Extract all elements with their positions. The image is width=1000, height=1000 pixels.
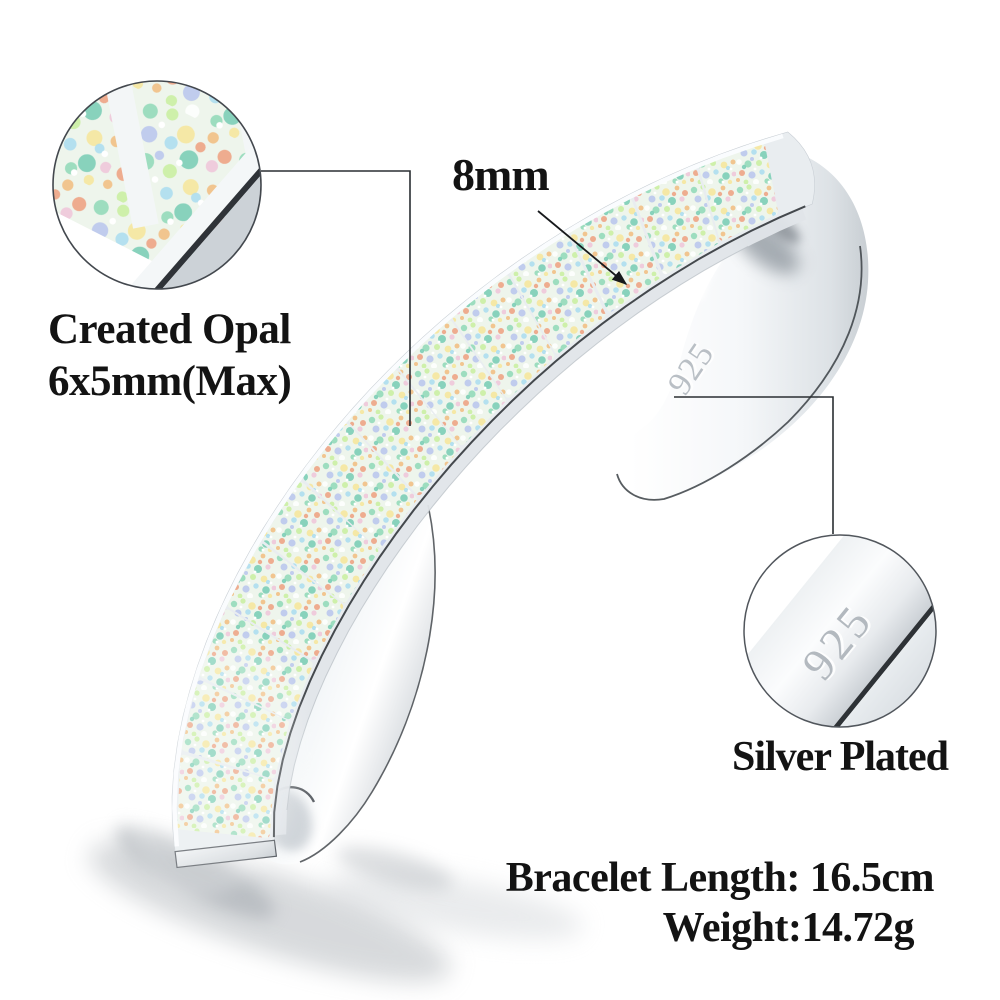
opal-tile bbox=[348, 370, 460, 496]
cuff-band bbox=[126, 131, 815, 898]
opal-tile bbox=[398, 320, 506, 446]
opal-tile bbox=[452, 275, 555, 398]
opal-tile bbox=[510, 235, 606, 354]
opal-tile bbox=[634, 169, 719, 275]
magnifier-engraving-icon: 925 925 bbox=[743, 534, 937, 728]
opal-tile bbox=[262, 482, 379, 603]
opal-tile bbox=[699, 144, 778, 241]
opal-tile bbox=[570, 199, 661, 312]
opal-spec-line2: 6x5mm(Max) bbox=[48, 358, 292, 406]
leader-line-opal bbox=[261, 170, 411, 426]
weight-spec-label: Weight:14.72g bbox=[662, 905, 915, 951]
plating-label: Silver Plated bbox=[731, 734, 949, 780]
opal-tile bbox=[303, 423, 417, 549]
opal-spec-label: Created Opal 6x5mm(Max) bbox=[48, 304, 292, 409]
opal-spec-line1: Created Opal bbox=[48, 306, 291, 353]
annotation-lines bbox=[261, 170, 834, 534]
length-spec-label: Bracelet Length: 16.5cm bbox=[505, 855, 935, 901]
leader-line-engraving bbox=[674, 396, 834, 534]
width-arrow-icon bbox=[537, 210, 628, 286]
width-label: 8mm bbox=[452, 149, 550, 200]
opal-tile bbox=[227, 543, 344, 660]
